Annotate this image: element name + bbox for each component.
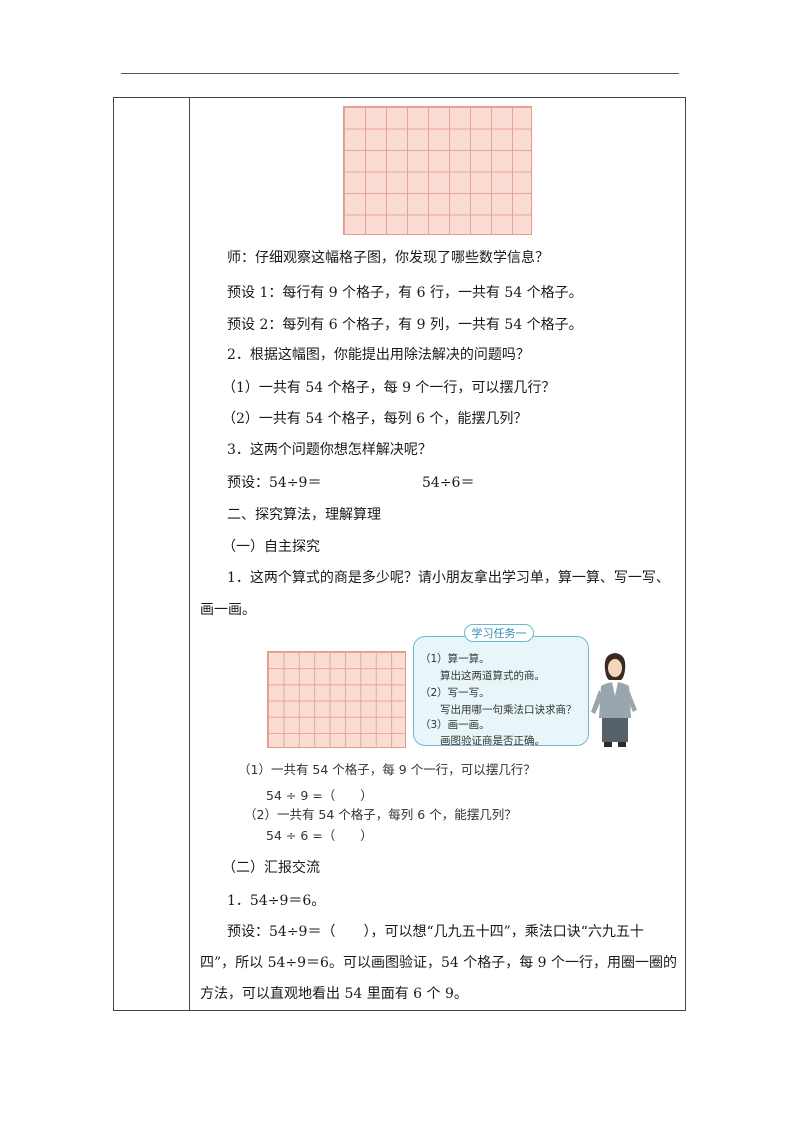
task-2: （2）写一写。 bbox=[420, 687, 490, 699]
subsection-independent-exploration: （一）自主探究 bbox=[222, 539, 320, 555]
lesson-table bbox=[113, 97, 686, 1011]
learning-task-title: 学习任务一 bbox=[464, 624, 534, 642]
table-column-divider bbox=[189, 97, 190, 1011]
answer-1: 1．54÷9＝6。 bbox=[227, 893, 326, 909]
question-3: 3．这两个问题你想怎样解决呢？ bbox=[227, 442, 432, 458]
task-3-detail: 画图验证商是否正确。 bbox=[440, 735, 545, 747]
question-2-1: （1）一共有 54 个格子，每 9 个一行，可以摆几行？ bbox=[222, 380, 556, 396]
subsection-report-exchange: （二）汇报交流 bbox=[222, 860, 320, 876]
preset-2: 预设 2：每列有 6 个格子，有 9 列，一共有 54 个格子。 bbox=[227, 317, 583, 333]
question-2-2: （2）一共有 54 个格子，每列 6 个，能摆几列？ bbox=[222, 411, 528, 427]
teacher-question: 师：仔细观察这幅格子图，你发现了哪些数学信息？ bbox=[227, 250, 549, 266]
section-title-2: 二、探究算法，理解算理 bbox=[227, 507, 381, 523]
worksheet-equation-1: 54 ÷ 9 =（ ） bbox=[266, 788, 373, 803]
preset-1: 预设 1：每行有 9 个格子，有 6 行，一共有 54 个格子。 bbox=[227, 285, 583, 301]
task-1: （1）算一算。 bbox=[420, 653, 490, 665]
preset-expression-2: 54÷6＝ bbox=[422, 475, 475, 491]
teacher-illustration bbox=[591, 653, 637, 747]
task-2-detail: 写出用哪一句乘法口诀求商？ bbox=[440, 704, 577, 716]
paragraph-line-1: 预设：54÷9＝（ ），可以想“几九五十四”，乘法口诀“六九五十 bbox=[227, 924, 644, 940]
question-1-line-2: 画一画。 bbox=[200, 602, 256, 618]
paragraph-line-3: 方法，可以直观地看出 54 里面有 6 个 9。 bbox=[200, 986, 468, 1002]
worksheet-question-1: （1）一共有 54 个格子，每 9 个一行，可以摆几行？ bbox=[238, 762, 536, 777]
header-rule bbox=[121, 73, 679, 74]
question-1-line-1: 1．这两个算式的商是多少呢？请小朋友拿出学习单，算一算、写一写、 bbox=[227, 570, 670, 586]
question-2: 2．根据这幅图，你能提出用除法解决的问题吗？ bbox=[227, 347, 530, 363]
worksheet-grid-diagram bbox=[267, 651, 406, 748]
task-1-detail: 算出这两道算式的商。 bbox=[440, 670, 545, 682]
worksheet-question-2: （2）一共有 54 个格子，每列 6 个，能摆几列？ bbox=[244, 807, 517, 822]
grid-diagram-9x6 bbox=[343, 106, 532, 235]
paragraph-line-2: 四”，所以 54÷9＝6。可以画图验证，54 个格子，每 9 个一行，用圈一圈的 bbox=[200, 955, 678, 971]
task-3: （3）画一画。 bbox=[420, 719, 490, 731]
worksheet-equation-2: 54 ÷ 6 =（ ） bbox=[266, 828, 373, 843]
preset-expression-1: 预设：54÷9＝ bbox=[227, 475, 322, 491]
